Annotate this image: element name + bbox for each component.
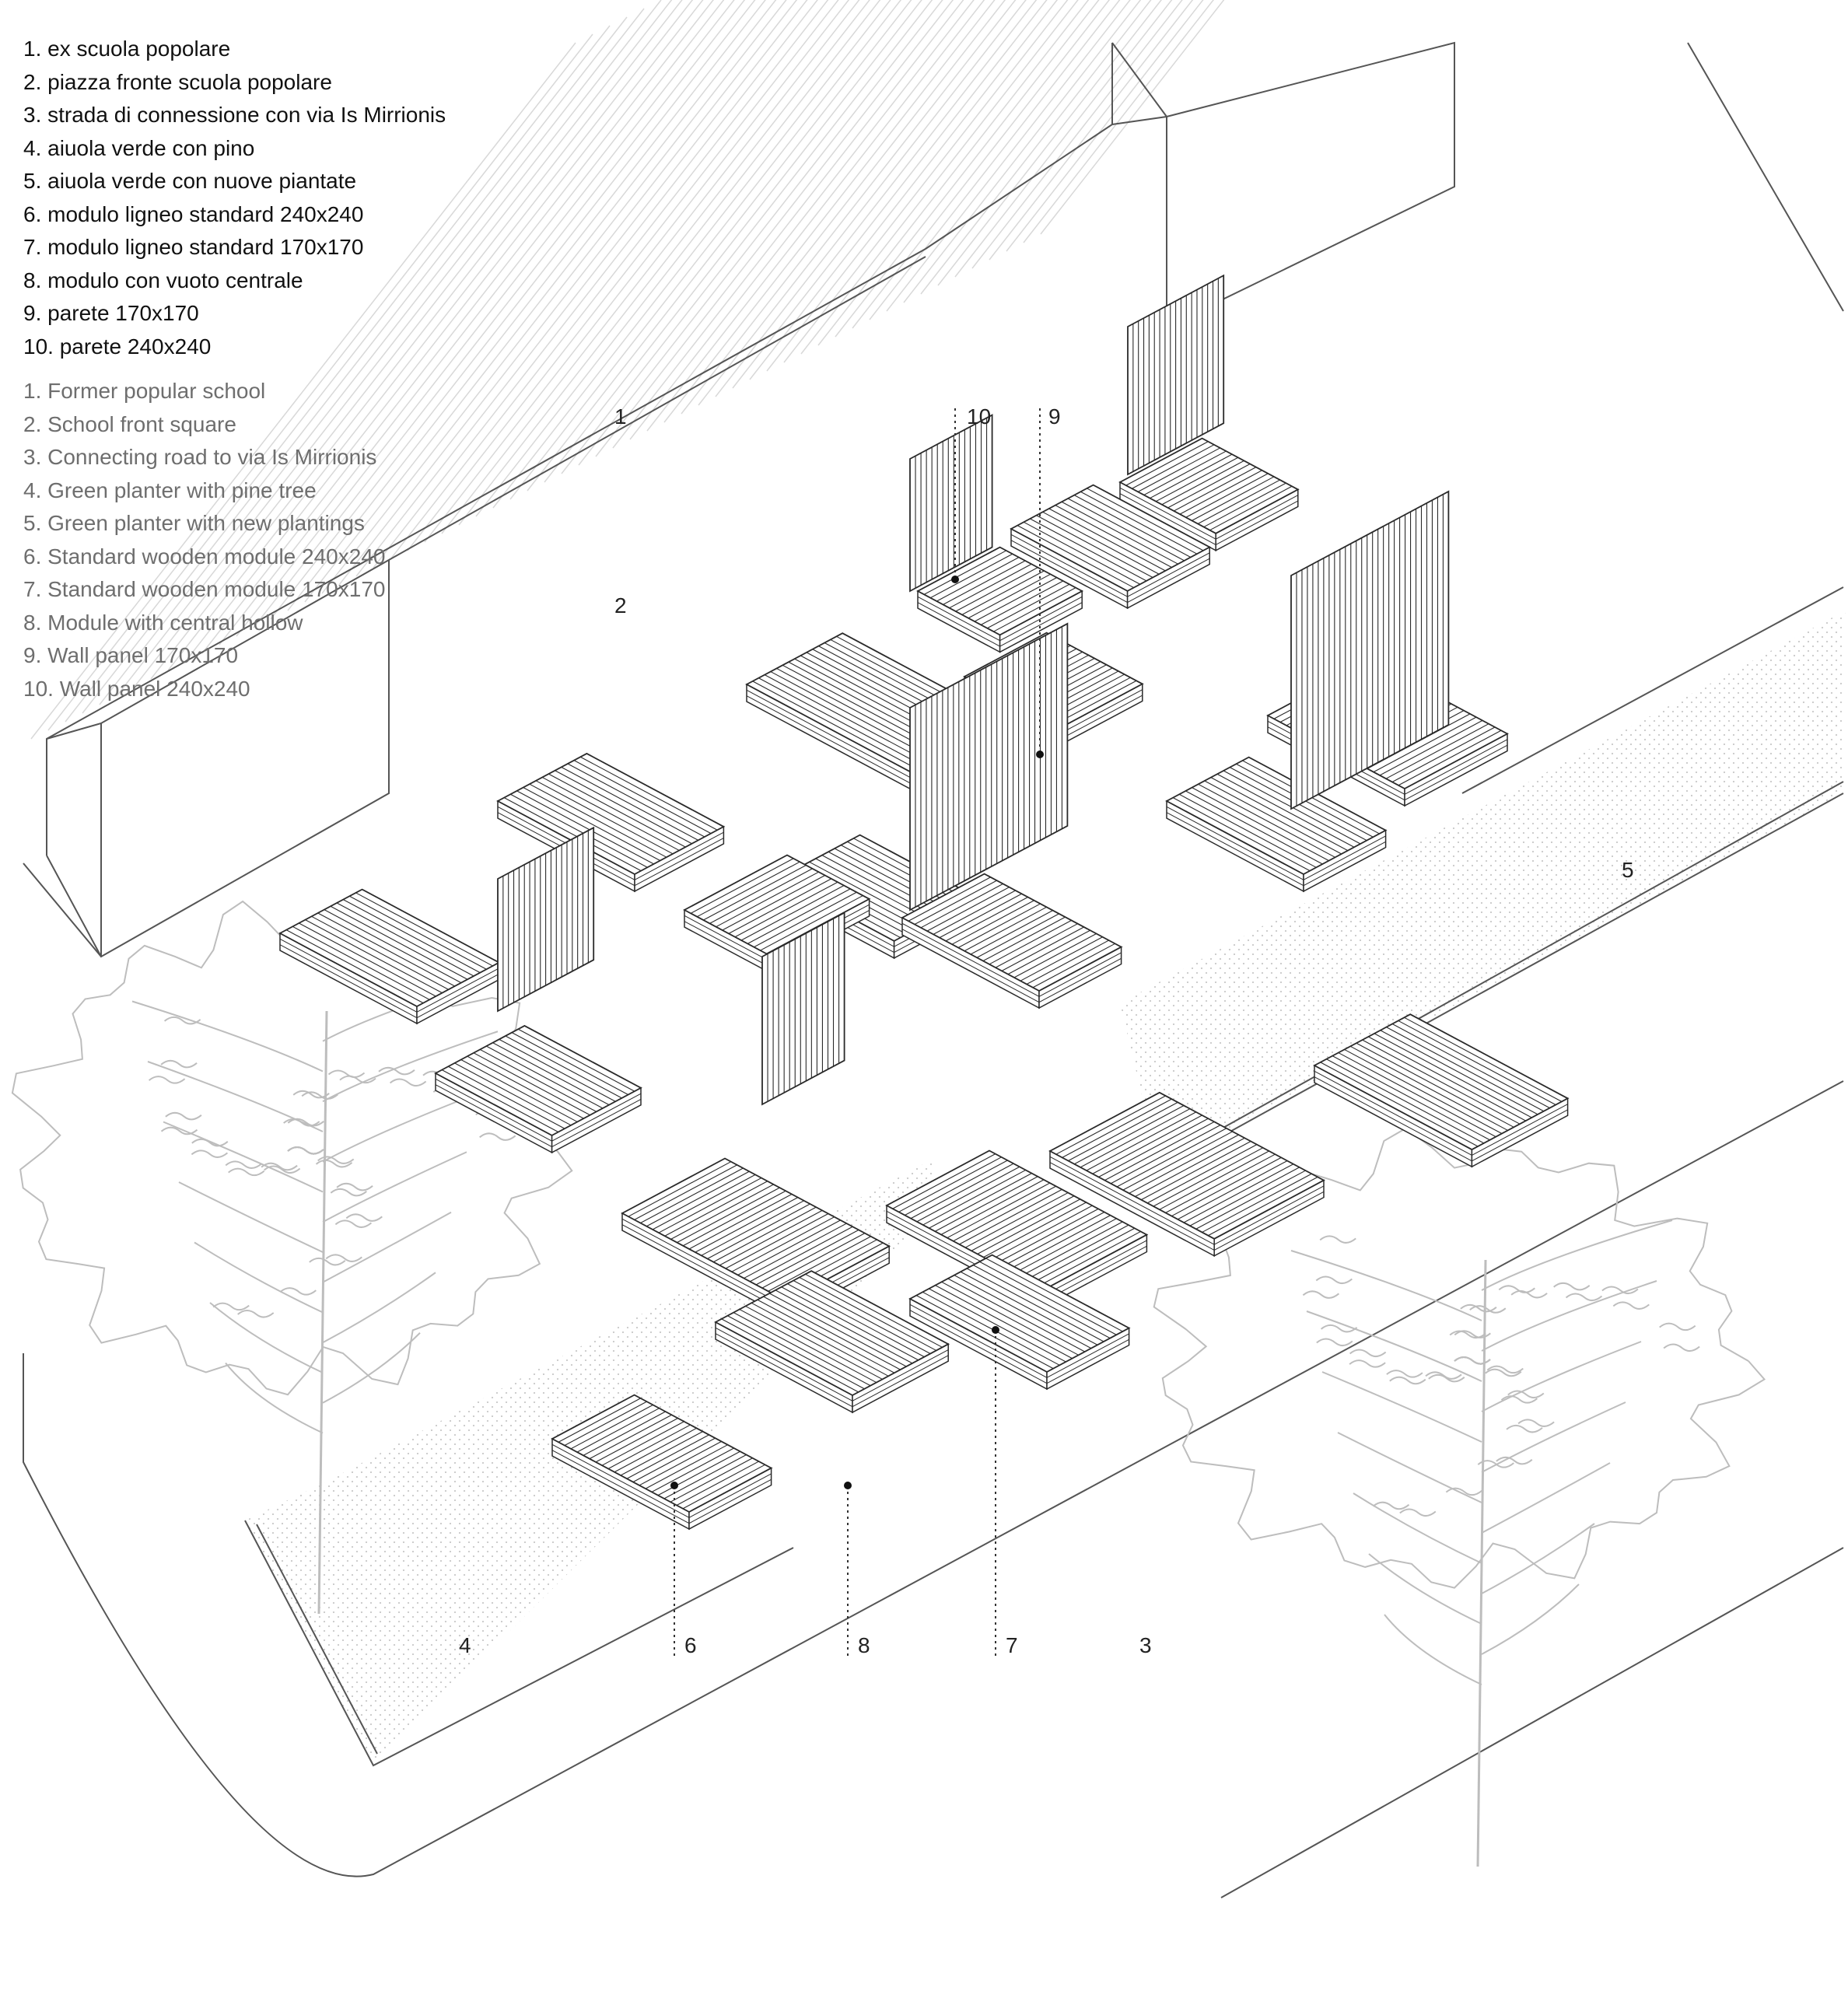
legend-item: 9. Wall panel 170x170 — [23, 643, 239, 667]
legend-item: 6. modulo ligneo standard 240x240 — [23, 201, 364, 226]
wooden-module — [621, 1157, 891, 1320]
label-planter-new: 5 — [1622, 858, 1634, 882]
label-square: 2 — [614, 593, 627, 618]
legend-item: 9. parete 170x170 — [23, 301, 199, 325]
wooden-module — [1118, 437, 1300, 552]
label-wall-240: 10 — [967, 404, 992, 429]
wall-panel — [1290, 490, 1450, 810]
wooden-module — [1313, 1013, 1570, 1168]
leader-lines — [674, 408, 1041, 1657]
ground-lines — [23, 863, 1844, 1898]
legend-item: 2. School front square — [23, 411, 236, 436]
wooden-modules — [278, 274, 1570, 1531]
wooden-module — [434, 1024, 642, 1154]
legend-item: 4. Green planter with pine tree — [23, 478, 317, 502]
legend-item: 7. modulo ligneo standard 170x170 — [23, 235, 364, 259]
wall-panel — [761, 912, 845, 1106]
legend-item: 8. Module with central hollow — [23, 610, 303, 635]
legend-item: 7. Standard wooden module 170x170 — [23, 577, 386, 601]
legend-item: 5. Green planter with new plantings — [23, 511, 365, 535]
legend-item: 8. modulo con vuoto centrale — [23, 268, 303, 292]
label-planter-pine: 4 — [459, 1633, 471, 1657]
legend-item: 5. aiuola verde con nuove piantate — [23, 169, 357, 193]
wooden-module — [551, 1394, 773, 1531]
wooden-module — [278, 888, 501, 1025]
wall-panel — [909, 622, 1069, 912]
legend-item: 6. Standard wooden module 240x240 — [23, 544, 386, 569]
label-school: 1 — [614, 404, 627, 429]
label-module-240: 6 — [684, 1633, 697, 1657]
wall-panel — [497, 826, 595, 1013]
label-module-hollow: 8 — [858, 1633, 870, 1657]
planter-new — [1120, 586, 1848, 1167]
tree-right — [1153, 1127, 1766, 1867]
legend-item: 4. aiuola verde con pino — [23, 135, 255, 160]
legend-item: 1. Former popular school — [23, 379, 266, 403]
leader-dots — [670, 576, 1044, 1489]
legend-item: 10. Wall panel 240x240 — [23, 676, 250, 701]
label-wall-170: 9 — [1048, 404, 1061, 429]
label-road: 3 — [1139, 1633, 1152, 1657]
legend-item: 10. parete 240x240 — [23, 334, 212, 359]
legend-item: 1. ex scuola popolare — [23, 37, 231, 61]
wooden-module — [1010, 484, 1212, 610]
wooden-module — [916, 546, 1084, 653]
wall-panel — [1127, 274, 1225, 476]
school-building — [30, 0, 1844, 958]
legend-english: 1. Former popular school 2. School front… — [23, 375, 385, 705]
wooden-module — [901, 873, 1123, 1009]
legend-item: 3. strada di connessione con via Is Mirr… — [23, 103, 446, 127]
roof-hatching — [30, 0, 1225, 740]
legend-item: 3. Connecting road to via Is Mirrionis — [23, 445, 377, 469]
legend-item: 2. piazza fronte scuola popolare — [23, 69, 332, 94]
wooden-module — [1048, 1091, 1325, 1258]
wooden-module — [1165, 756, 1388, 893]
wooden-module — [908, 1254, 1131, 1391]
legend-italian: 1. ex scuola popolare 2. piazza fronte s… — [23, 33, 446, 363]
wooden-module — [714, 1270, 950, 1414]
label-module-170: 7 — [1006, 1633, 1018, 1657]
wall-panel — [909, 414, 993, 593]
